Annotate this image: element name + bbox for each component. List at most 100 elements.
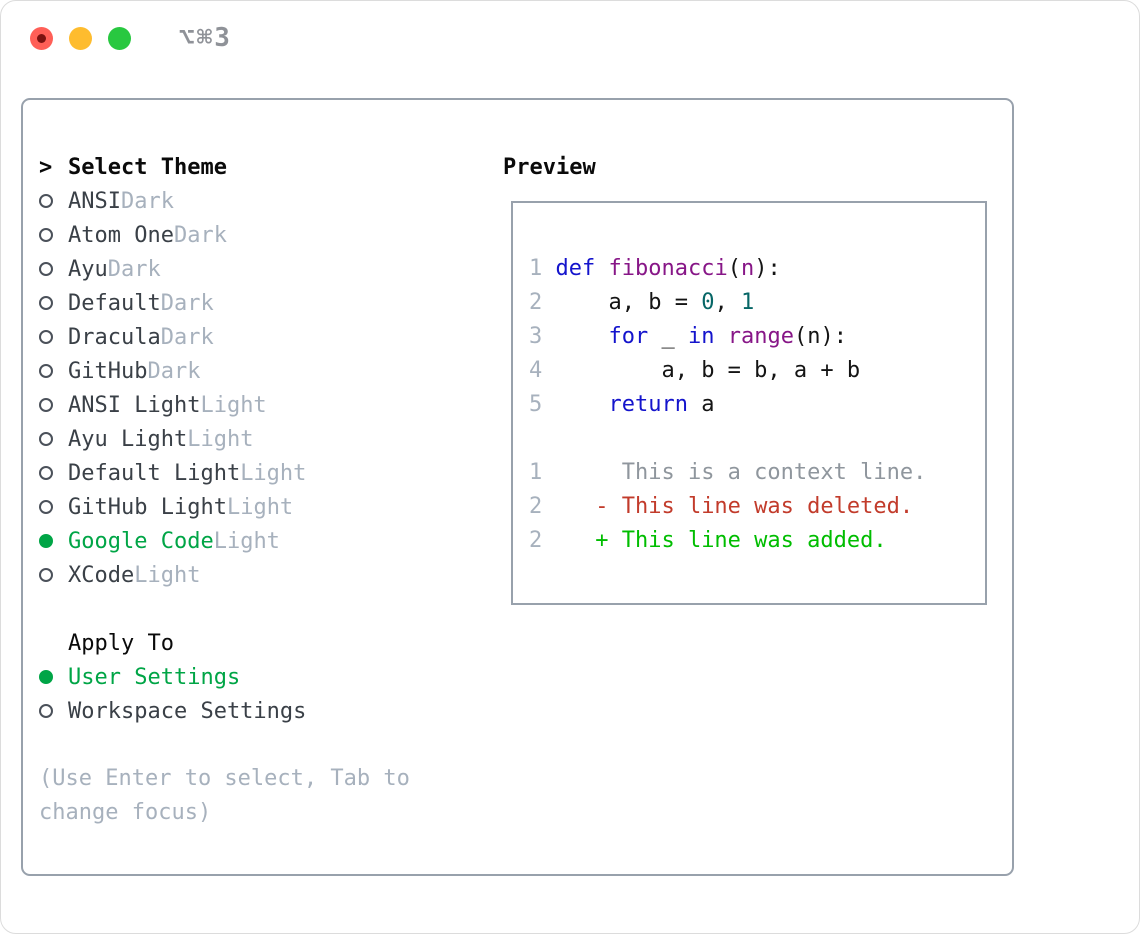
code-token: ( — [727, 256, 741, 281]
theme-option-ayu-light[interactable]: Ayu Light Light — [39, 422, 475, 456]
theme-variant-label: Dark — [160, 324, 214, 350]
code-token: in — [687, 324, 715, 349]
radio-marker — [39, 534, 55, 548]
code-token: ): — [754, 256, 781, 281]
radio-icon — [39, 704, 53, 718]
theme-variant-label: Dark — [147, 358, 201, 384]
theme-name: Atom One — [68, 222, 174, 248]
code-token: fibonacci — [608, 256, 728, 281]
theme-option-dracula[interactable]: Dracula Dark — [39, 320, 475, 354]
code-token: n — [740, 256, 755, 281]
theme-option-default-light[interactable]: Default Light Light — [39, 456, 475, 490]
line-number: 4 — [529, 358, 556, 383]
radio-marker — [39, 500, 55, 514]
diff-text: This is a context line. — [542, 460, 927, 485]
window-title: ⌥⌘3 — [179, 23, 232, 53]
maximize-button[interactable] — [108, 26, 131, 50]
theme-name: Default Light — [68, 460, 241, 486]
theme-option-atom-one[interactable]: Atom One Dark — [39, 218, 475, 252]
code-token: a — [687, 392, 715, 417]
code-token: return — [608, 392, 688, 417]
radio-icon — [39, 398, 53, 412]
radio-marker — [39, 296, 55, 310]
select-theme-title: Select Theme — [68, 154, 227, 180]
theme-name: Ayu Light — [68, 426, 188, 452]
code-line: 2 a, b = 0, 1 — [529, 286, 985, 320]
code-token: for — [608, 324, 649, 349]
theme-option-ayu[interactable]: Ayu Dark — [39, 252, 475, 286]
theme-name: GitHub — [68, 358, 148, 384]
apply-option-workspace-settings[interactable]: Workspace Settings — [39, 694, 475, 728]
diff-line-context: 1 This is a context line. — [529, 456, 985, 490]
code-token: 1 — [740, 290, 755, 315]
radio-icon — [39, 262, 53, 276]
theme-option-github-light[interactable]: GitHub Light Light — [39, 490, 475, 524]
line-number: 1 — [529, 256, 556, 281]
radio-marker — [39, 228, 55, 242]
code-line: 1 def fibonacci(n): — [529, 252, 985, 286]
line-number: 2 — [529, 528, 543, 553]
apply-option-label: User Settings — [68, 664, 241, 690]
apply-option-label: Workspace Settings — [68, 698, 307, 724]
apply-option-user-settings[interactable]: User Settings — [39, 660, 475, 694]
theme-variant-label: Light — [226, 494, 294, 520]
radio-icon — [39, 466, 53, 480]
titlebar: ⌥⌘3 — [1, 1, 1139, 75]
preview-title: Preview — [503, 154, 596, 180]
line-number: 5 — [529, 392, 556, 417]
close-button[interactable] — [30, 26, 53, 50]
theme-name: Default — [68, 290, 161, 316]
radio-icon — [39, 330, 53, 344]
radio-marker — [39, 432, 55, 446]
theme-option-github[interactable]: GitHub Dark — [39, 354, 475, 388]
diff-line-deleted: 2 - This line was deleted. — [529, 490, 985, 524]
select-theme-header: > Select Theme — [39, 150, 475, 184]
diff-text: - This line was deleted. — [542, 494, 914, 519]
preview-header: Preview — [503, 150, 596, 184]
diff-line-added: 2 + This line was added. — [529, 524, 985, 558]
radio-marker — [39, 670, 55, 684]
code-line: 3 for _ in range(n): — [529, 320, 985, 354]
radio-icon — [39, 500, 53, 514]
line-number: 2 — [529, 290, 556, 315]
theme-variant-label: Light — [213, 528, 280, 554]
theme-name: XCode — [68, 562, 135, 588]
theme-option-ansi[interactable]: ANSI Dark — [39, 184, 475, 218]
theme-option-google-code[interactable]: Google Code Light — [39, 524, 475, 558]
minimize-button[interactable] — [69, 26, 92, 50]
radio-marker — [39, 330, 55, 344]
radio-marker — [39, 568, 55, 582]
radio-selected-icon — [39, 670, 53, 684]
code-token: a, b = — [555, 290, 702, 315]
theme-name: Google Code — [68, 528, 214, 554]
radio-icon — [39, 432, 53, 446]
radio-icon — [39, 228, 53, 242]
theme-name: Ayu — [68, 256, 108, 282]
theme-option-ansi-light[interactable]: ANSI Light Light — [39, 388, 475, 422]
code-token: (n): — [793, 324, 847, 349]
theme-name: GitHub Light — [68, 494, 227, 520]
radio-icon — [39, 194, 53, 208]
theme-option-xcode[interactable]: XCode Light — [39, 558, 475, 592]
radio-marker — [39, 398, 55, 412]
theme-variant-label: Dark — [160, 290, 214, 316]
theme-variant-label: Dark — [120, 188, 174, 214]
theme-variant-label: Dark — [173, 222, 227, 248]
radio-icon — [39, 568, 53, 582]
theme-option-default[interactable]: Default Dark — [39, 286, 475, 320]
code-line: 5 return a — [529, 388, 985, 422]
apply-to-title: Apply To — [68, 630, 174, 656]
radio-marker — [39, 262, 55, 276]
theme-variant-label: Light — [240, 460, 307, 486]
code-token: a, b = b, a + b — [555, 358, 861, 383]
line-number: 3 — [529, 324, 556, 349]
help-text: (Use Enter to select, Tab to change focu… — [39, 766, 410, 825]
theme-name: ANSI Light — [68, 392, 201, 418]
radio-marker — [39, 704, 55, 718]
